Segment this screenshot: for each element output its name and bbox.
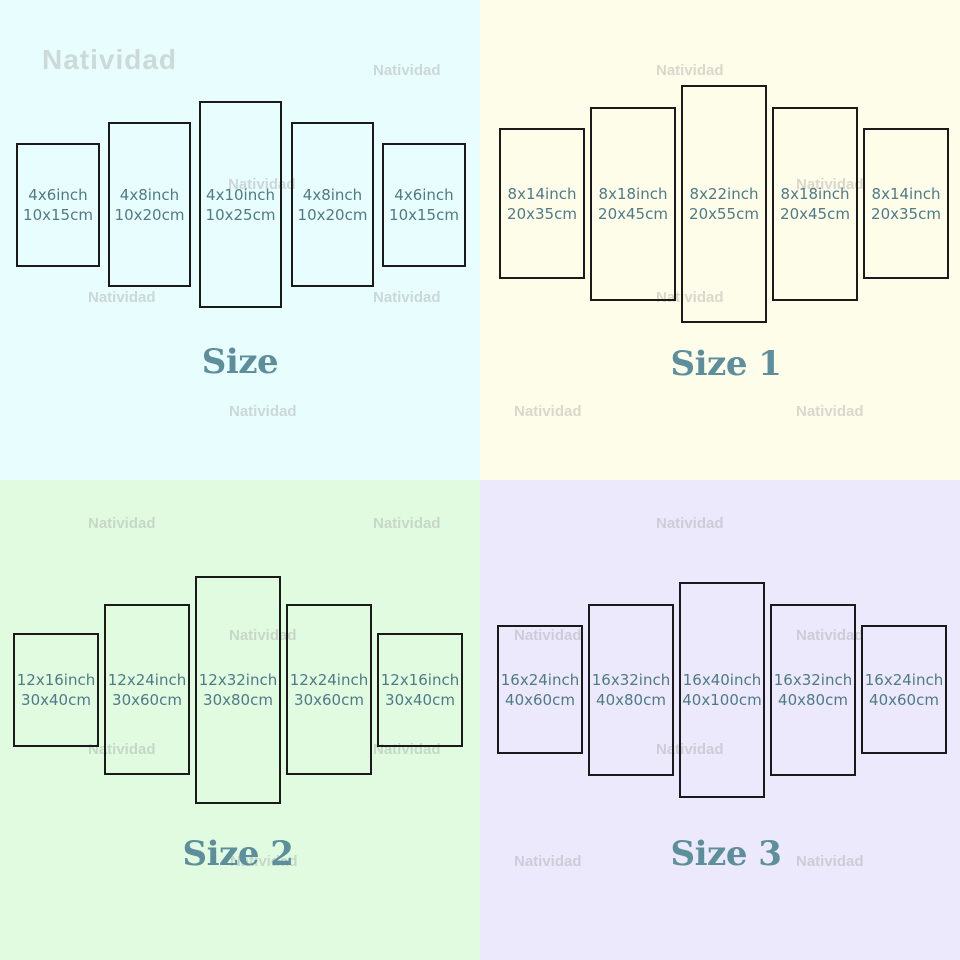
canvas-panel-inner-left: 16x32inch 40x80cm [588,604,674,776]
canvas-panel-inner-left: 8x18inch 20x45cm [590,107,676,301]
panel-cm-size: 10x20cm [297,205,368,224]
panel-cm-size: 30x40cm [385,691,455,709]
watermark: Natividad [656,289,724,306]
panel-inch-size: 8x18inch [780,185,850,203]
panel-inch-size: 12x16inch [16,671,96,689]
canvas-panel-inner-left: 12x24inch 30x60cm [104,604,190,775]
panel-inch-size: 8x14inch [507,184,577,203]
watermark: Natividad [514,627,582,644]
panel-cm-size: 10x15cm [389,206,459,224]
watermark: Natividad [514,853,582,870]
panel-cm-size: 20x45cm [598,205,668,223]
panel-cm-size: 20x35cm [871,204,941,223]
panel-inch-size: 16x40inch [682,671,762,689]
panel-inch-size: 4x8inch [302,185,363,204]
canvas-panel-outer-left: 12x16inch 30x40cm [13,633,99,747]
panel-inch-size: 8x14inch [871,184,941,203]
watermark: Natividad [373,515,441,532]
panel-inch-size: 4x6inch [394,186,454,204]
panel-cm-size: 40x60cm [869,690,939,709]
panel-cm-size: 40x80cm [778,691,848,709]
watermark: Natividad [796,403,864,420]
panel-cm-size: 10x20cm [114,205,185,224]
canvas-panel-outer-right: 12x16inch 30x40cm [377,633,463,747]
panel-inch-size: 12x32inch [198,671,278,689]
size-3-label: Size 3 [670,834,782,874]
size-1-label: Size 1 [670,344,782,384]
panel-inch-size: 16x32inch [591,671,671,689]
canvas-panel-inner-right: 4x8inch 10x20cm [291,122,374,287]
watermark: Natividad [796,627,864,644]
canvas-panel-center: 16x40inch 40x100cm [679,582,765,798]
panel-inch-size: 12x24inch [107,670,187,689]
canvas-panel-center: 12x32inch 30x80cm [195,576,281,804]
watermark: Natividad [228,176,296,193]
watermark: Natividad [88,289,156,306]
panel-cm-size: 40x80cm [596,691,666,709]
canvas-panel-inner-right: 12x24inch 30x60cm [286,604,372,775]
watermark: Natividad [796,176,864,193]
panel-cm-size: 30x60cm [112,690,182,709]
panel-cm-size: 20x55cm [689,205,759,223]
watermark: Natividad [230,853,298,870]
panel-inch-size: 4x8inch [119,185,180,204]
size-label: Size [201,342,279,382]
canvas-panel-center: 8x22inch 20x55cm [681,85,767,323]
canvas-panel-inner-left: 4x8inch 10x20cm [108,122,191,287]
panel-inch-size: 8x22inch [689,185,759,203]
watermark: Natividad [656,515,724,532]
panel-cm-size: 20x45cm [780,205,850,223]
panel-inch-size: 8x18inch [598,185,668,203]
watermark: Natividad [514,403,582,420]
size-3-section: Natividad Natividad Natividad Natividad … [480,480,960,960]
canvas-panel-outer-left: 16x24inch 40x60cm [497,625,583,754]
panel-cm-size: 20x35cm [507,204,577,223]
canvas-panel-inner-right: 8x18inch 20x45cm [772,107,858,301]
watermark: Natividad [88,515,156,532]
size-2-label: Size 2 [182,834,294,874]
watermark: Natividad [373,289,441,306]
canvas-panel-inner-right: 16x32inch 40x80cm [770,604,856,776]
watermark: Natividad [796,853,864,870]
panel-inch-size: 16x32inch [773,671,853,689]
panel-inch-size: 16x24inch [864,670,944,689]
canvas-panel-outer-right: 4x6inch 10x15cm [382,143,466,267]
panel-cm-size: 30x80cm [203,691,273,709]
panel-cm-size: 40x100cm [682,691,762,709]
canvas-panel-outer-right: 16x24inch 40x60cm [861,625,947,754]
canvas-panel-center: 4x10inch 10x25cm [199,101,282,308]
panel-cm-size: 10x25cm [205,205,276,224]
canvas-panel-outer-right: 8x14inch 20x35cm [863,128,949,279]
watermark: Natividad [42,44,178,75]
canvas-panel-outer-left: 8x14inch 20x35cm [499,128,585,279]
panel-inch-size: 4x6inch [28,186,88,204]
panel-cm-size: 30x60cm [294,690,364,709]
panel-inch-size: 4x10inch [206,185,275,204]
size-section: Natividad Natividad Natividad Natividad … [0,0,480,480]
canvas-panel-outer-left: 4x6inch 10x15cm [16,143,100,267]
panel-cm-size: 10x15cm [23,206,93,224]
panel-cm-size: 30x40cm [21,691,91,709]
watermark: Natividad [229,403,297,420]
panel-inch-size: 12x16inch [380,671,460,689]
panel-cm-size: 40x60cm [505,690,575,709]
watermark: Natividad [373,62,441,79]
size-2-section: Natividad Natividad Natividad Natividad … [0,480,480,960]
panel-inch-size: 16x24inch [500,670,580,689]
watermark: Natividad [656,62,724,79]
panel-inch-size: 12x24inch [289,670,369,689]
size-1-section: Natividad Natividad Natividad Natividad … [480,0,960,480]
